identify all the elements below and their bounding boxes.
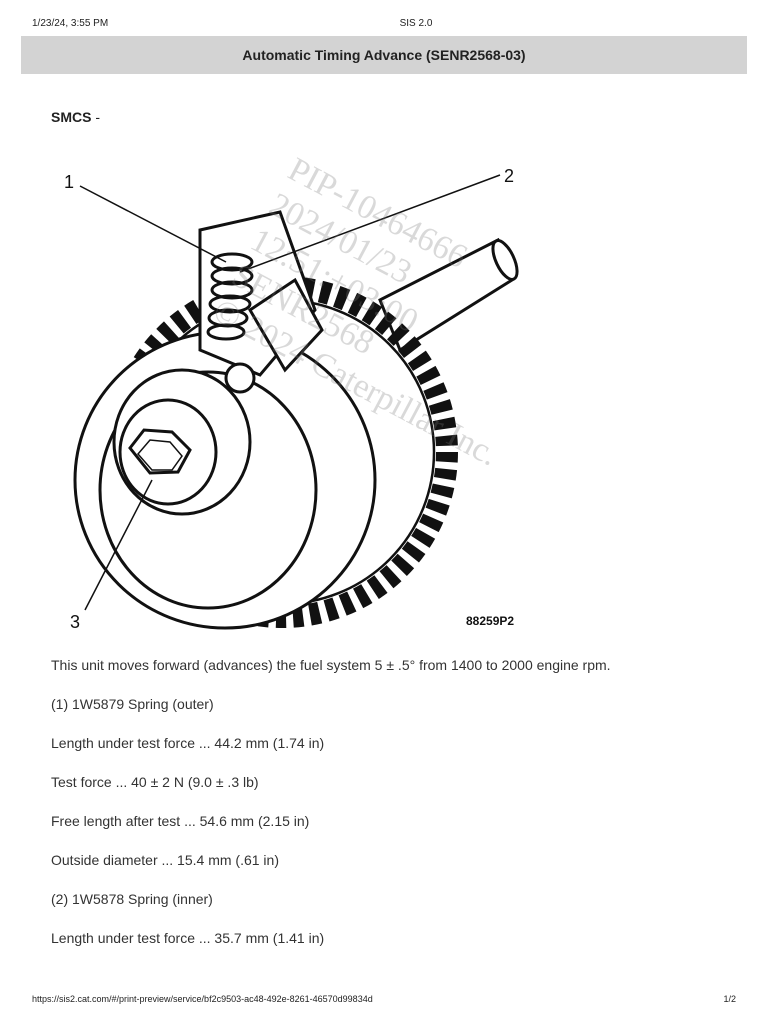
smcs-label: SMCS (51, 109, 92, 125)
print-datetime: 1/23/24, 3:55 PM (32, 18, 109, 29)
callout-labels: 1 2 3 (64, 166, 514, 632)
timing-advance-drawing: 1 2 3 88259P2 (64, 166, 519, 632)
timing-springs (206, 252, 254, 341)
callout-2: 2 (504, 166, 514, 186)
spec-list: This unit moves forward (advances) the f… (51, 656, 731, 968)
spec-paragraph: This unit moves forward (advances) the f… (51, 657, 611, 673)
spec-paragraph: Outside diameter ... 15.4 mm (.61 in) (51, 852, 279, 868)
spec-paragraph: Length under test force ... 35.7 mm (1.4… (51, 930, 325, 946)
page-url-link[interactable]: https://sis2.cat.com/#/print-preview/ser… (32, 994, 373, 1004)
illustration-id: 88259P2 (466, 614, 514, 628)
hex-bolt (128, 428, 192, 475)
app-name: SIS 2.0 (399, 18, 433, 29)
document-title: Automatic Timing Advance (SENR2568-03) (242, 47, 526, 63)
callout-leaders (79, 174, 501, 611)
spec-paragraph: (2) 1W5878 Spring (inner) (51, 891, 213, 907)
spec-paragraph: Length under test force ... 44.2 mm (1.7… (51, 735, 325, 751)
title-bar: Automatic Timing Advance (SENR2568-03) (21, 36, 747, 74)
callout-1: 1 (64, 172, 74, 192)
page-number: 1/2 (723, 994, 736, 1004)
spec-paragraph: Free length after test ... 54.6 mm (2.15… (51, 813, 310, 829)
spec-paragraph: Test force ... 40 ± 2 N (9.0 ± .3 lb) (51, 774, 259, 790)
smcs-line: SMCS - (51, 109, 100, 125)
timing-advance-illustration: 1 2 3 88259P2 (50, 150, 650, 650)
smcs-value: - (91, 109, 101, 125)
callout-3: 3 (70, 612, 80, 632)
spec-paragraph: (1) 1W5879 Spring (outer) (51, 696, 214, 712)
